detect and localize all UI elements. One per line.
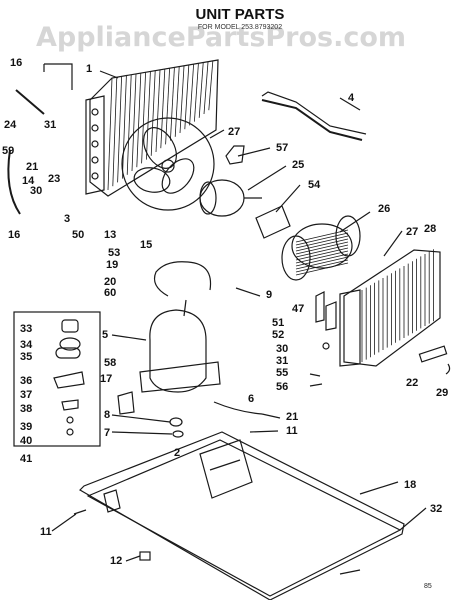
base-pan <box>79 431 405 600</box>
callout-c12: 12 <box>110 555 122 567</box>
callout-c37: 37 <box>20 389 32 401</box>
callout-c51: 51 <box>272 317 284 329</box>
callout-c38: 38 <box>20 403 32 415</box>
motor-mount <box>225 145 245 165</box>
callout-c16a: 16 <box>10 57 22 69</box>
callout-c9: 9 <box>266 289 272 301</box>
callout-c24: 24 <box>4 119 17 131</box>
bracket-outline <box>43 63 73 90</box>
evaporator-coil <box>339 249 441 367</box>
wire-21 <box>213 401 263 415</box>
callout-c54: 54 <box>308 179 321 191</box>
callout-c20: 20 <box>104 276 116 288</box>
callout-c25: 25 <box>292 159 304 171</box>
drain-tube <box>418 345 448 363</box>
callout-c3: 3 <box>64 213 70 225</box>
capacitor-cap <box>61 319 79 333</box>
callout-c34: 34 <box>20 339 33 351</box>
callout-c55: 55 <box>276 367 288 379</box>
callout-c32: 32 <box>430 503 442 515</box>
callout-c40: 40 <box>20 435 32 447</box>
callout-c15: 15 <box>140 239 152 251</box>
callout-c27b: 27 <box>406 226 418 238</box>
leader-lines <box>51 70 427 562</box>
screw-11 <box>73 509 87 515</box>
callout-c57: 57 <box>276 142 288 154</box>
diagram-subtitle: FOR MODEL 253.8793202 <box>198 24 282 31</box>
callout-c59: 59 <box>2 145 14 157</box>
callout-c1: 1 <box>86 63 92 75</box>
callout-c39: 39 <box>20 421 32 433</box>
callout-c36: 36 <box>20 375 32 387</box>
callout-c19: 19 <box>106 259 118 271</box>
component-panel <box>13 311 101 447</box>
blower-wheel <box>281 215 361 281</box>
terminal-block <box>53 371 85 389</box>
callout-c35: 35 <box>20 351 32 363</box>
callout-c13: 13 <box>104 229 116 241</box>
callout-c16b: 16 <box>8 229 20 241</box>
condenser-coil <box>85 59 219 197</box>
shroud-bracket <box>261 99 363 141</box>
callout-c31b: 31 <box>276 355 288 367</box>
clip-12 <box>139 551 151 561</box>
grommet <box>117 391 135 415</box>
callout-c33: 33 <box>20 323 32 335</box>
callout-c47: 47 <box>292 303 304 315</box>
clip-32 <box>339 569 361 575</box>
callout-c2: 2 <box>174 447 180 459</box>
clip-rod-24 <box>15 89 45 115</box>
callout-c21a: 21 <box>26 161 38 173</box>
tube-59 <box>7 149 21 215</box>
callout-c52: 52 <box>272 329 284 341</box>
callout-c17: 17 <box>100 373 112 385</box>
callout-c21b: 21 <box>286 411 298 423</box>
insulation-pad <box>255 205 291 239</box>
callout-c23: 23 <box>48 173 60 185</box>
callout-c4: 4 <box>348 92 355 104</box>
callout-c60: 60 <box>104 287 116 299</box>
callout-c22: 22 <box>406 377 418 389</box>
callout-c6: 6 <box>248 393 254 405</box>
callout-c14: 14 <box>22 175 35 187</box>
callout-c8: 8 <box>104 409 110 421</box>
fan-blade <box>121 117 215 211</box>
clip-29 <box>445 363 451 375</box>
callout-c29: 29 <box>436 387 448 399</box>
callout-c7: 7 <box>104 427 110 439</box>
callout-c58: 58 <box>104 357 116 369</box>
callout-c53: 53 <box>108 247 120 259</box>
callout-c50: 50 <box>72 229 84 241</box>
callout-c28: 28 <box>424 223 436 235</box>
diagram-title: UNIT PARTS <box>196 6 285 23</box>
bracket-47 <box>315 291 325 323</box>
page-number: 85 <box>424 583 432 590</box>
callout-c31a: 31 <box>44 119 56 131</box>
callout-c30a: 30 <box>30 185 42 197</box>
fan-motor <box>199 179 262 217</box>
callout-c26: 26 <box>378 203 390 215</box>
callout-c11b: 11 <box>40 526 52 538</box>
callout-c5: 5 <box>102 329 108 341</box>
callout-c11a: 11 <box>286 425 298 437</box>
callout-c27a: 27 <box>228 126 240 138</box>
compressor <box>139 261 221 393</box>
callout-c18: 18 <box>404 479 416 491</box>
callout-c30b: 30 <box>276 343 288 355</box>
callout-c56: 56 <box>276 381 288 393</box>
callout-c41: 41 <box>20 453 32 465</box>
watermark: AppliancePartsPros.com <box>36 22 406 53</box>
